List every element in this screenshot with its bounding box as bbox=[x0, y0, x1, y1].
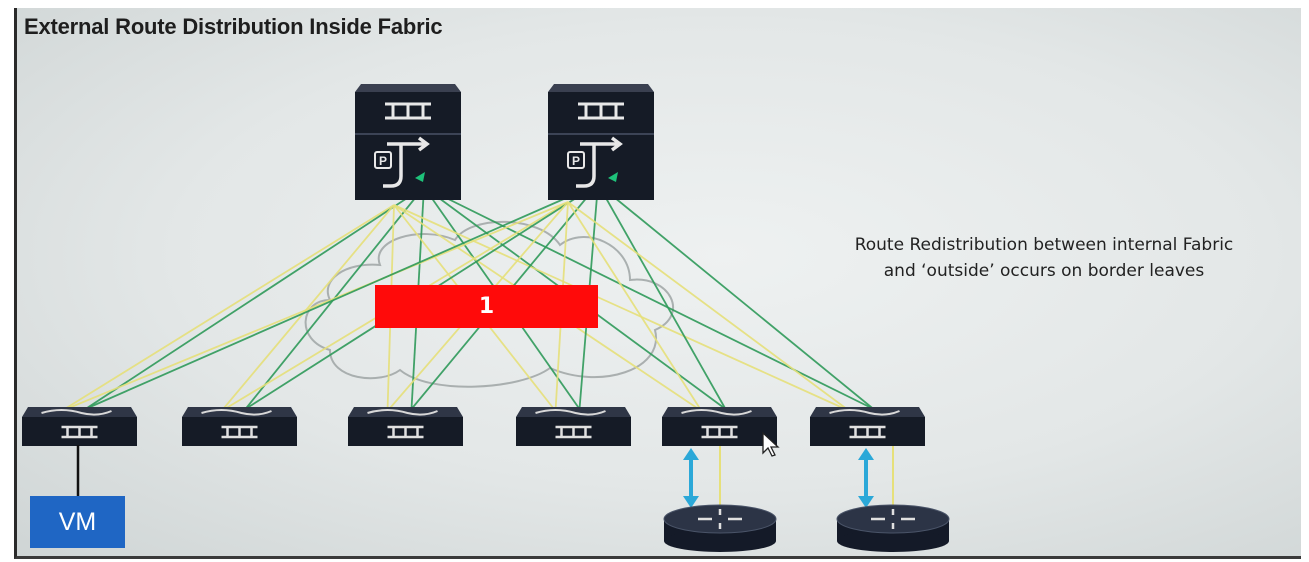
yellow-link bbox=[567, 201, 703, 412]
fabric-links bbox=[61, 183, 894, 505]
leaf-switch-icon bbox=[810, 407, 925, 446]
yellow-link bbox=[61, 204, 395, 412]
note-line-2: and ‘outside’ occurs on border leaves bbox=[883, 261, 1205, 281]
spine-switch-icon: P bbox=[355, 84, 461, 200]
router-icon bbox=[663, 504, 777, 552]
leaf-switch-icon bbox=[182, 407, 297, 446]
spine-switch-icon: P bbox=[548, 84, 654, 200]
yellow-link bbox=[220, 204, 395, 412]
leaf-switch-icon bbox=[22, 407, 137, 446]
leaf-switch-icon bbox=[662, 407, 777, 446]
yellow-link bbox=[567, 201, 851, 412]
leaf-switch-icon bbox=[516, 407, 631, 446]
green-link bbox=[85, 186, 425, 410]
note-line-1: Route Redistribution between internal Fa… bbox=[854, 235, 1234, 255]
redistribution-note: Route Redistribution between internal Fa… bbox=[784, 232, 1304, 284]
vm-box: VM bbox=[30, 496, 125, 548]
highlight-label-box: 1 bbox=[375, 285, 598, 328]
green-link bbox=[597, 183, 727, 410]
svg-text:P: P bbox=[572, 154, 580, 168]
leaf-switch-icon bbox=[348, 407, 463, 446]
border-leaf-arrow-1 bbox=[683, 448, 699, 508]
slide-title: External Route Distribution Inside Fabri… bbox=[24, 14, 443, 39]
green-link bbox=[85, 183, 599, 410]
router-icon bbox=[836, 504, 950, 552]
leaf-switches bbox=[22, 407, 925, 446]
mouse-cursor-icon bbox=[762, 431, 780, 457]
yellow-link bbox=[61, 201, 569, 412]
svg-text:P: P bbox=[379, 154, 387, 168]
green-link bbox=[423, 186, 874, 410]
external-routers bbox=[663, 504, 950, 552]
green-link bbox=[597, 183, 875, 410]
border-leaf-arrow-2 bbox=[858, 448, 874, 508]
